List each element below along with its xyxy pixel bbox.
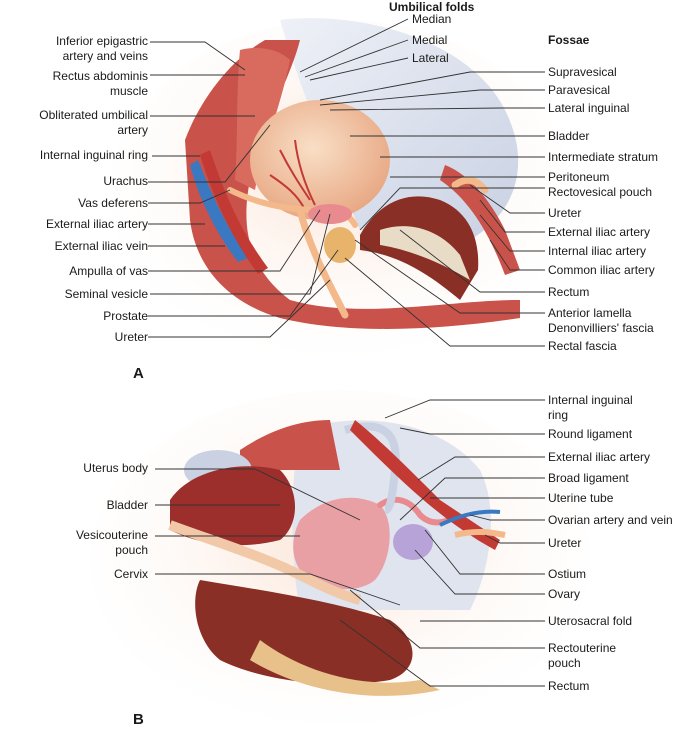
- label-lateral-inguinal: Lateral inguinal: [548, 101, 630, 115]
- label-ostium: Ostium: [548, 567, 587, 581]
- label-rectal-fascia: Rectal fascia: [548, 339, 617, 353]
- label-vas-deferens: Vas deferens: [78, 196, 148, 210]
- label-internal-inguinal-ring: Internal inguinal ring: [39, 148, 148, 162]
- uterus-shape: [293, 497, 390, 590]
- label-ureter-a-left: Ureter: [114, 330, 148, 344]
- label-internal-iliac-artery: Internal iliac artery: [548, 244, 647, 258]
- label-rectum-b: Rectum: [548, 679, 590, 693]
- rectum-b-shape: [195, 580, 413, 684]
- leaders-b: [155, 399, 545, 687]
- panel-a-label: A: [133, 365, 144, 382]
- ovary-shape: [393, 524, 433, 560]
- leaders-a: [148, 18, 545, 347]
- label-external-iliac-artery-b: External iliac artery: [548, 450, 651, 464]
- label-urachus: Urachus: [103, 174, 148, 188]
- bladder-shape: [250, 100, 390, 220]
- label-intermediate-stratum: Intermediate stratum: [548, 150, 659, 164]
- bladder-vessels: [269, 139, 316, 211]
- fossae-header: Fossae: [548, 33, 590, 47]
- ovarian-vessels: [439, 509, 501, 527]
- prostate-shape: [324, 227, 356, 263]
- panel-a-illustration: [110, 18, 570, 360]
- label-ureter-b: Ureter: [548, 536, 582, 550]
- label-bladder-b: Bladder: [106, 498, 148, 512]
- bladder-b-shape: [170, 466, 295, 546]
- label-supravesical: Supravesical: [548, 65, 617, 79]
- label-vesicouterine-pouch: Vesicouterine pouch: [75, 528, 148, 557]
- label-external-iliac-artery-a: External iliac artery: [45, 217, 148, 231]
- label-obliterated-umbilical: Obliterated umbilical artery: [39, 108, 148, 137]
- label-uterus-body: Uterus body: [83, 461, 148, 475]
- label-internal-inguinal-ring-b: Internal inguinal ring: [548, 393, 633, 422]
- label-broad-ligament: Broad ligament: [548, 471, 629, 485]
- label-rectovesical-pouch: Rectovesical pouch: [548, 185, 653, 199]
- iliac-artery-left: [200, 150, 268, 274]
- label-prostate: Prostate: [103, 309, 148, 323]
- label-external-iliac-vein: External iliac vein: [54, 239, 148, 253]
- label-medial-fold: Medial: [412, 33, 448, 47]
- ureter-right: [451, 176, 489, 194]
- label-external-iliac-artery-a-right: External iliac artery: [548, 225, 651, 239]
- label-rectus-abdominis: Rectus abdominis muscle: [52, 69, 148, 98]
- label-ovarian-artery-vein: Ovarian artery and vein: [548, 513, 673, 527]
- label-ureter-a-right: Ureter: [548, 206, 582, 220]
- ureter-b: [454, 529, 506, 538]
- ureter-a: [296, 206, 349, 319]
- label-denonvilliers-fascia: Anterior lamella Denonvilliers' fascia: [548, 306, 654, 335]
- label-inferior-epigastric: Inferior epigastric artery and veins: [55, 34, 148, 63]
- vein-blue: [190, 160, 248, 262]
- label-bladder-a: Bladder: [548, 129, 590, 143]
- label-ovary: Ovary: [548, 587, 581, 601]
- label-rectum-a: Rectum: [548, 285, 590, 299]
- label-lateral-fold: Lateral: [412, 51, 449, 65]
- label-median-fold: Median: [412, 12, 452, 26]
- label-common-iliac-artery: Common iliac artery: [548, 263, 655, 277]
- label-cervix: Cervix: [113, 567, 148, 581]
- label-peritoneum: Peritoneum: [548, 170, 610, 184]
- abdominal-wall-b: [240, 420, 340, 470]
- vaginal-floor: [168, 520, 362, 605]
- label-paravesical: Paravesical: [548, 83, 611, 97]
- iliac-artery-right: [440, 165, 520, 275]
- panel-b-label: B: [133, 711, 144, 728]
- label-uterosacral-fold: Uterosacral fold: [548, 614, 633, 628]
- label-uterine-tube: Uterine tube: [548, 491, 614, 505]
- sacral-glow: [250, 640, 440, 696]
- label-rectouterine-pouch: Rectouterine pouch: [548, 641, 617, 670]
- label-seminal-vesicle: Seminal vesicle: [64, 287, 148, 301]
- panel-b-illustration: [90, 390, 590, 730]
- label-round-ligament: Round ligament: [548, 427, 633, 441]
- umbilical-folds-header: Umbilical folds: [389, 0, 475, 14]
- rectus-abdominis: [235, 48, 290, 190]
- label-ampulla-of-vas: Ampulla of vas: [69, 264, 148, 278]
